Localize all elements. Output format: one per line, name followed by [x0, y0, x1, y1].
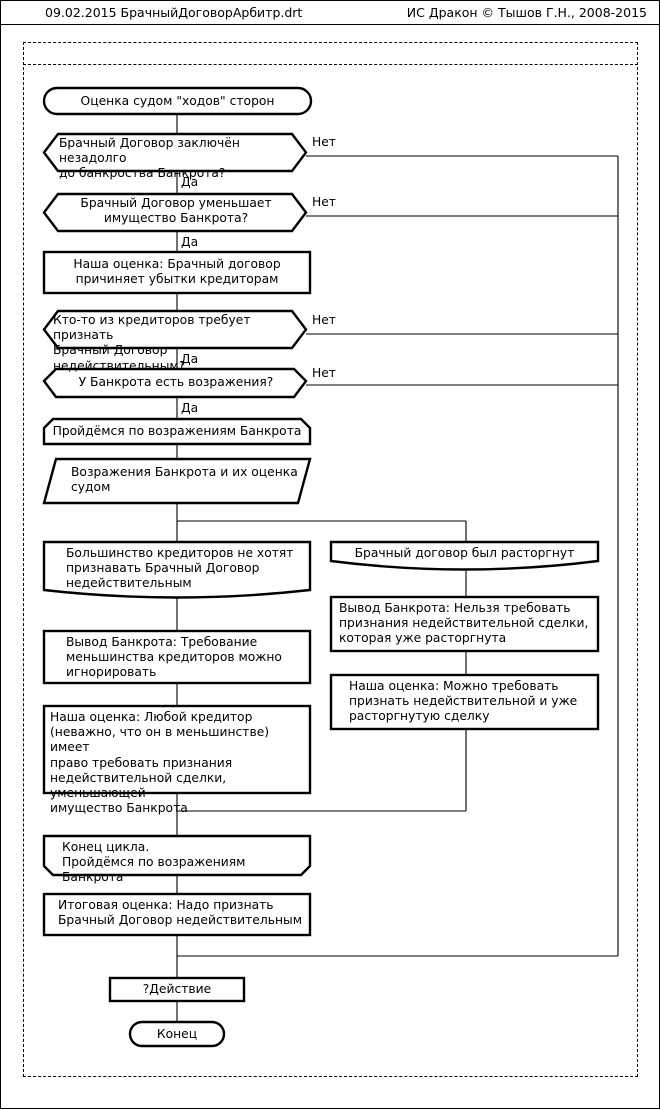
document-header-bar: 09.02.2015 БрачныйДоговорАрбитр.drt ИС Д… [1, 1, 659, 25]
node-aL1-shape [42, 629, 312, 685]
edge-label-q1-yes: Да [181, 175, 199, 189]
node-act-shape [108, 976, 246, 1003]
node-final-shape [42, 892, 312, 937]
node-input1-shape [42, 457, 312, 505]
node-loopend-shape [42, 834, 312, 877]
node-aL2-shape [42, 704, 312, 795]
node-q2-shape [42, 192, 308, 233]
edge-label-q3-no: Нет [312, 313, 336, 327]
edge-label-q3-yes: Да [181, 352, 199, 366]
header-filename: 09.02.2015 БрачныйДоговорАрбитр.drt [45, 5, 303, 20]
diagram-dashed-frame [23, 42, 638, 1077]
node-loopstart-shape [42, 417, 312, 446]
node-title-shape [42, 86, 313, 116]
node-shelfR-shape [329, 540, 600, 571]
edge-label-q4-yes: Да [181, 401, 199, 415]
edge-label-q4-no: Нет [312, 366, 336, 380]
node-end-shape [128, 1020, 226, 1048]
node-aR1-shape [329, 595, 600, 653]
node-shelfL-shape [42, 540, 312, 599]
connector-lines [176, 114, 619, 1022]
node-q3-shape [42, 309, 308, 350]
node-q1-shape [42, 132, 308, 173]
edge-label-q2-yes: Да [181, 235, 199, 249]
edge-label-q2-no: Нет [312, 195, 336, 209]
edge-label-q1-no: Нет [312, 135, 336, 149]
header-copyright: ИС Дракон © Тышов Г.Н., 2008-2015 [406, 5, 647, 20]
diagram-dashed-header-divider [23, 64, 638, 65]
node-aR2-shape [329, 673, 600, 731]
node-q4-shape [42, 367, 308, 399]
node-a1-shape [42, 250, 312, 295]
